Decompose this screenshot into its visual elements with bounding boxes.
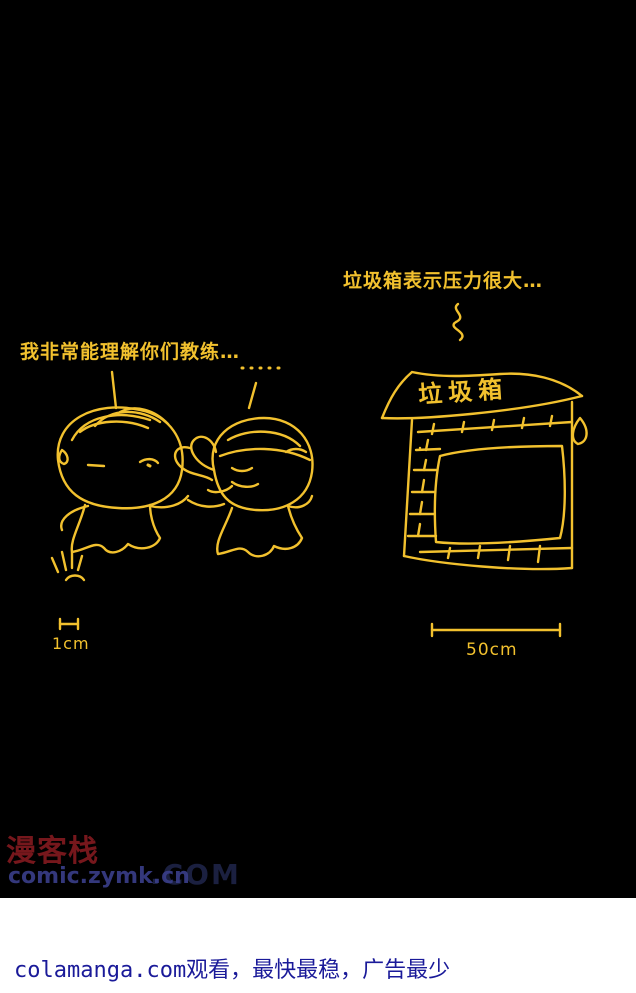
trash-box-sign: 垃圾箱 <box>417 374 510 410</box>
watermark-ghost-text: .COM <box>150 858 241 891</box>
caption-right: 垃圾箱表示压力很大… <box>343 270 544 292</box>
measure-bar-small <box>58 617 80 631</box>
measure-bar-large <box>430 622 562 638</box>
caption-left: 我非常能理解你们教练… <box>20 341 241 363</box>
splash-mark <box>50 550 86 582</box>
watermark-site-url: comic.zymk.cn <box>8 864 190 889</box>
speech-line-left <box>110 370 118 410</box>
character-left <box>56 406 190 554</box>
watermark-site-name: 漫客栈 <box>6 834 99 869</box>
speech-line-right <box>247 381 258 410</box>
trash-box <box>380 370 588 571</box>
footer-text: colamanga.com观看，最快最稳，广告最少 <box>14 958 451 983</box>
measure-label-large: 50cm <box>466 640 518 660</box>
character-right <box>173 416 314 558</box>
measure-label-small: 1cm <box>52 634 90 653</box>
comic-panel: 我非常能理解你们教练… 垃圾箱表示压力很大… 垃圾箱 1cm 50cm .COM… <box>0 0 636 898</box>
pressure-squiggle <box>452 302 464 342</box>
footer-banner <box>0 898 636 993</box>
comic-line-art <box>50 302 588 638</box>
